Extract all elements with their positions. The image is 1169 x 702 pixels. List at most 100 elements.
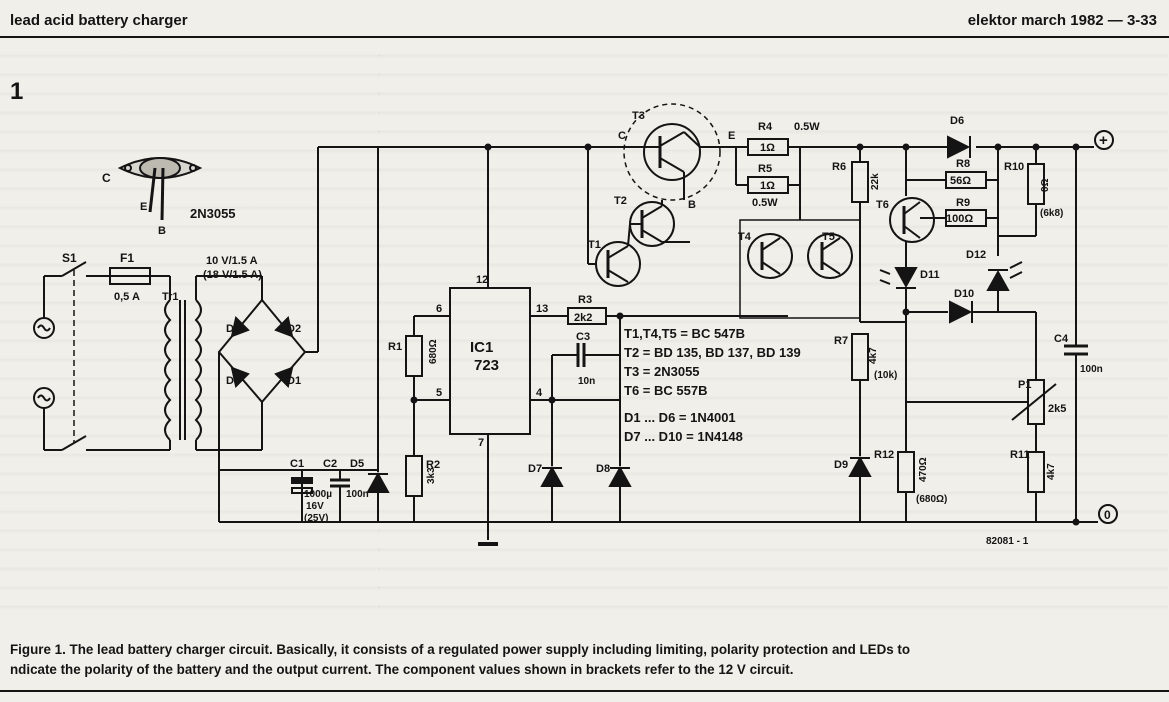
ic1-pin-12: 12: [476, 274, 488, 286]
label-r8-value: 56Ω: [950, 175, 971, 187]
label-r11-value: 4k7: [1046, 463, 1057, 480]
transformer-tr1: Tr1 10 V/1.5 A (18 V/1.5 A): [162, 255, 262, 451]
label-r4-rating: 0.5W: [794, 121, 820, 133]
label-d12: D12: [966, 249, 986, 261]
label-t3-pin-c: C: [618, 130, 626, 142]
label-t1: T1: [588, 239, 601, 251]
parts-line-1: T1,T4,T5 = BC 547B: [624, 326, 745, 341]
label-t6: T6: [876, 199, 889, 211]
label-d9: D9: [834, 459, 848, 471]
capacitor-c4: C4 100n: [1054, 143, 1103, 526]
package-pin-e: E: [140, 201, 147, 213]
figure-number: 1: [10, 78, 24, 105]
header-title: lead acid battery charger: [10, 12, 188, 29]
compensation-section: R3 2k2 C3 10n: [530, 294, 788, 404]
current-sense-resistors: R4 1Ω 0.5W R5 1Ω 0.5W: [735, 121, 820, 220]
caption-line-2: ndicate the polarity of the battery and …: [10, 662, 794, 677]
label-tr1-rating-alt: (18 V/1.5 A): [203, 269, 262, 281]
label-r10: R10: [1004, 161, 1024, 173]
power-transistor-t3: T3 C E B: [618, 103, 735, 211]
terminal-zero: 0: [1104, 508, 1111, 522]
label-p1-value: 2k5: [1048, 403, 1066, 415]
driver-transistors: T1 T2: [584, 143, 690, 287]
label-d7: D7: [528, 463, 542, 475]
parts-line-5: D1 ... D6 = 1N4001: [624, 410, 736, 425]
label-c4-value: 100n: [1080, 364, 1103, 375]
caption-line-1: Figure 1. The lead battery charger circu…: [10, 642, 911, 657]
ic1-pin-5: 5: [436, 387, 442, 399]
label-r5-rating: 0.5W: [752, 197, 778, 209]
ic1-pin-4: 4: [536, 387, 543, 399]
label-r2-value: 3k3: [426, 467, 437, 484]
label-r1-value: 680Ω: [428, 339, 439, 364]
label-r12: R12: [874, 449, 894, 461]
label-t3-pin-b: B: [688, 199, 696, 211]
label-r2: R2: [426, 459, 440, 471]
led-indicator-section: T6 R8 56Ω R9 100Ω D11 D12 D10: [860, 143, 1023, 324]
label-t3-pin-e: E: [728, 130, 735, 142]
label-r4: R4: [758, 121, 773, 133]
label-d11: D11: [920, 269, 940, 281]
label-f1-value: 0,5 A: [114, 291, 140, 303]
footer-rule: [0, 690, 1169, 692]
label-r10-alt: (6k8): [1040, 208, 1063, 219]
ic1-type: 723: [474, 357, 499, 374]
parts-line-2: T2 = BD 135, BD 137, BD 139: [624, 345, 801, 360]
label-r7-alt: (10k): [874, 370, 897, 381]
mains-input: S1: [33, 251, 170, 451]
label-r10-value: 0Ω: [1040, 178, 1051, 192]
resistor-r7-diode-d9: R7 4k7 (10k) D9: [834, 333, 897, 522]
reference-divider: R1 680Ω R2 3k3: [388, 315, 450, 522]
label-r9-value: 100Ω: [946, 213, 973, 225]
label-r11: R11: [1010, 449, 1030, 461]
label-r5-value: 1Ω: [760, 180, 775, 192]
figure-code: 82081 - 1: [986, 536, 1029, 547]
parts-line-4: T6 = BC 557B: [624, 383, 707, 398]
adjust-network: P1 2k5 R11 4k7 R12 470Ω (680Ω): [874, 311, 1066, 522]
label-r12-value: 470Ω: [918, 457, 929, 482]
label-d4: D4: [226, 375, 241, 387]
label-t3: T3: [632, 110, 645, 122]
smoothing-section: C1 1000µ 16V (25V) C2 100n D5: [219, 147, 390, 524]
label-t4: T4: [738, 231, 752, 243]
package-name: 2N3055: [190, 206, 236, 221]
label-d10: D10: [954, 288, 974, 300]
label-r4-value: 1Ω: [760, 142, 775, 154]
label-r7: R7: [834, 335, 848, 347]
label-d2: D2: [287, 323, 301, 335]
parts-line-6: D7 ... D10 = 1N4148: [624, 429, 743, 444]
ic1-name: IC1: [470, 339, 493, 356]
label-r7-value: 4k7: [868, 347, 879, 364]
label-d1: D1: [287, 375, 301, 387]
label-r9: R9: [956, 197, 970, 209]
label-r5: R5: [758, 163, 772, 175]
label-r6: R6: [832, 161, 846, 173]
parts-list: T1,T4,T5 = BC 547B T2 = BD 135, BD 137, …: [624, 326, 801, 444]
fuse-f1: F1 0,5 A: [109, 251, 170, 303]
background-text-left: [0, 40, 380, 620]
label-d8: D8: [596, 463, 610, 475]
label-r12-alt: (680Ω): [916, 494, 947, 505]
package-pin-c: C: [102, 171, 111, 185]
header-issue: elektor march 1982 — 3-33: [967, 12, 1157, 29]
label-tr1-rating: 10 V/1.5 A: [206, 255, 258, 267]
label-d5: D5: [350, 458, 364, 470]
label-c1-value: 1000µ: [304, 489, 332, 500]
ic1-pin-6: 6: [436, 303, 442, 315]
label-d6: D6: [950, 115, 964, 127]
label-s1: S1: [62, 251, 77, 265]
label-f1: F1: [120, 251, 134, 265]
label-r6-value: 22k: [870, 173, 881, 190]
label-c3-value: 10n: [578, 376, 595, 387]
ic1-pin-7: 7: [478, 437, 484, 449]
label-c4: C4: [1054, 333, 1069, 345]
resistor-r10: R10 0Ω (6k8): [998, 143, 1063, 237]
label-c1-voltage: 16V: [306, 501, 324, 512]
limit-transistors: T4 T5: [738, 219, 861, 319]
label-d3: D3: [226, 323, 240, 335]
transistor-package-2n3055: C E B 2N3055: [102, 157, 236, 237]
parts-line-3: T3 = 2N3055: [624, 364, 700, 379]
diodes-d7-d8: D7 D8: [528, 400, 632, 522]
label-c3: C3: [576, 331, 590, 343]
